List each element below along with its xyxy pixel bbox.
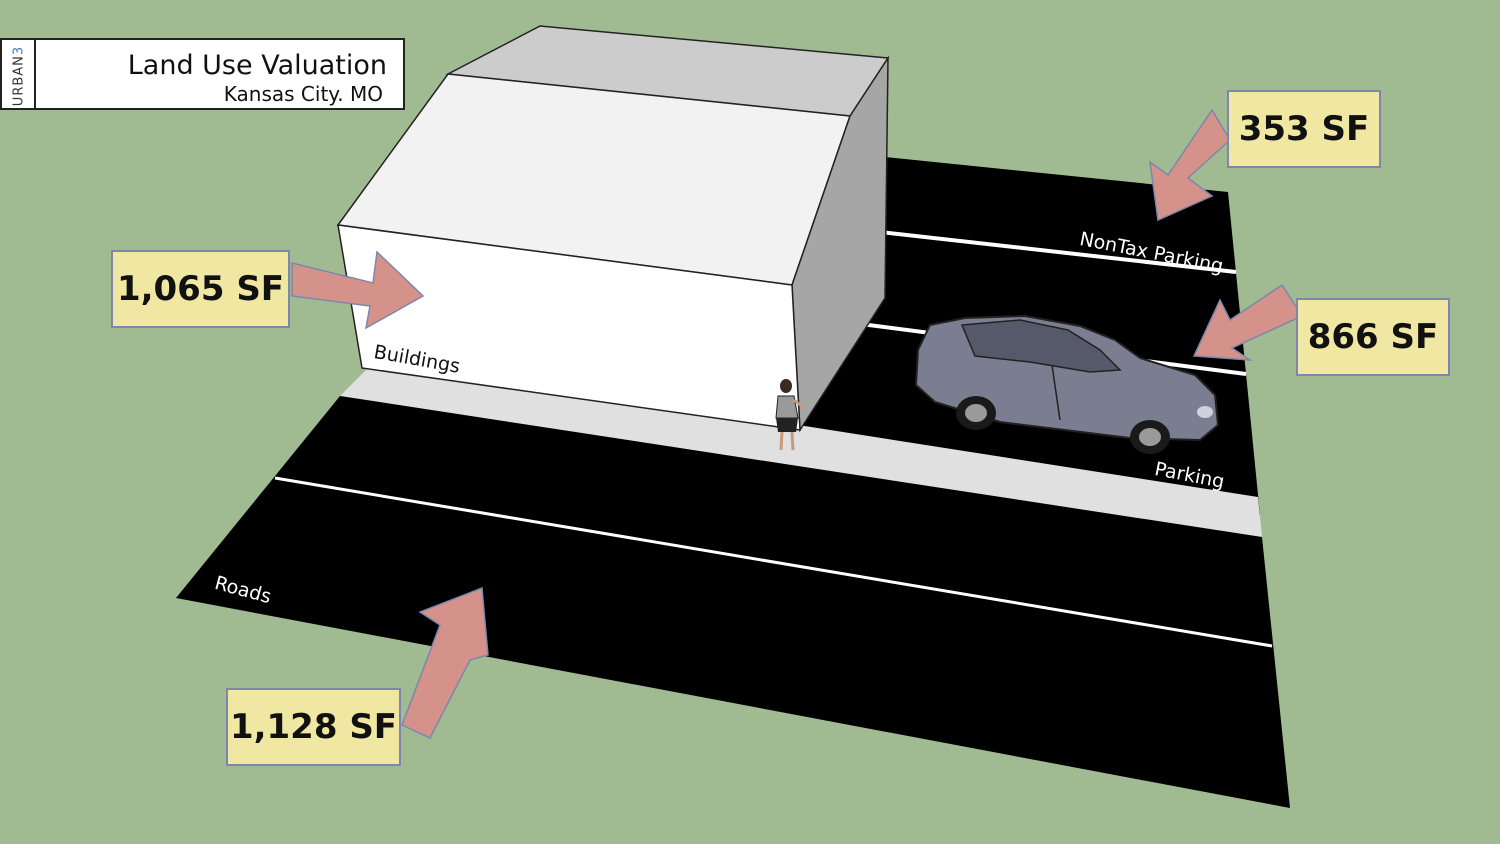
- building-front-wall: [337, 224, 801, 431]
- arrow-parking: [1192, 283, 1304, 361]
- car-icon: [914, 314, 1220, 454]
- page-subtitle: Kansas City. MO: [223, 82, 383, 106]
- arrow-nontax: [1149, 108, 1231, 222]
- parking-stripe: [861, 228, 1237, 274]
- arrow-buildings: [291, 250, 425, 330]
- title-box: URBAN3 Land Use Valuation Kansas City. M…: [0, 38, 405, 110]
- road-center-line: [274, 476, 1273, 648]
- brand-strip: URBAN3: [2, 40, 36, 108]
- callout-parking: 866 SF: [1296, 298, 1450, 376]
- callout-buildings: 1,065 SF: [111, 250, 290, 328]
- callout-nontax-parking: 353 SF: [1227, 90, 1381, 168]
- brand-number: 3: [11, 45, 27, 56]
- brand-name: URBAN: [11, 55, 27, 107]
- callout-roads: 1,128 SF: [226, 688, 401, 766]
- road: [176, 396, 1290, 808]
- brand-logo: URBAN3: [12, 46, 27, 106]
- page-title: Land Use Valuation: [127, 50, 387, 81]
- person-icon: [775, 379, 804, 451]
- arrow-roads: [401, 586, 489, 739]
- sidewalk: [340, 366, 1262, 537]
